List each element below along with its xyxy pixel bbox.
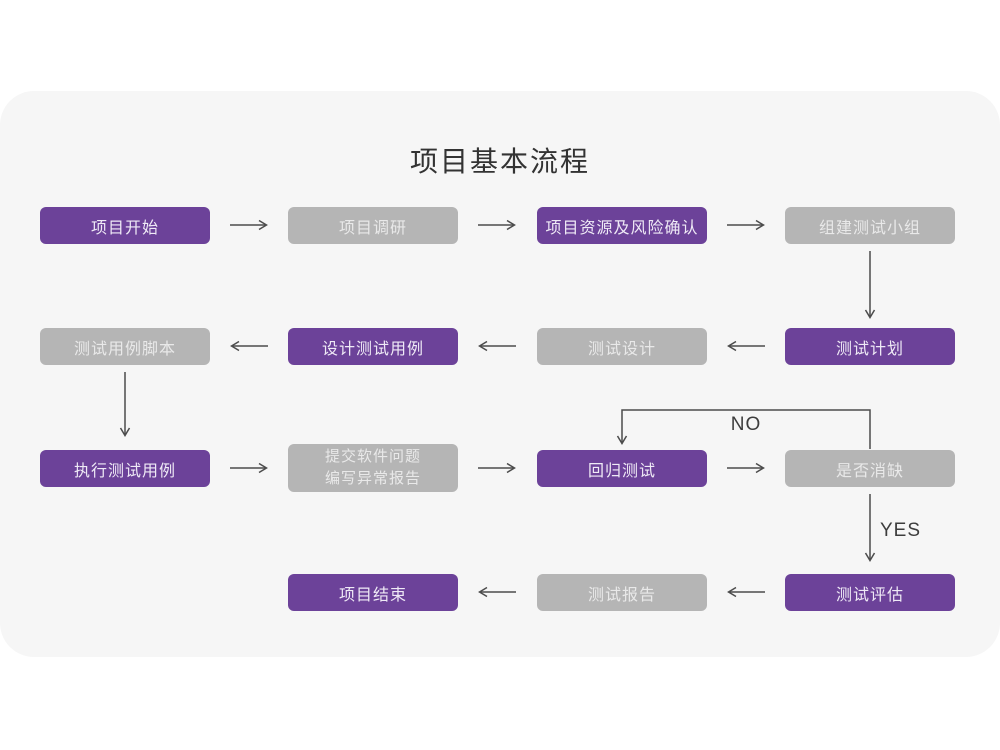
node-test-design: 测试设计 bbox=[537, 328, 707, 365]
edge-label-no: NO bbox=[730, 414, 762, 435]
node-regression-test: 回归测试 bbox=[537, 450, 707, 487]
node-resource-risk-confirm: 项目资源及风险确认 bbox=[537, 207, 707, 244]
node-test-case-script: 测试用例脚本 bbox=[40, 328, 210, 365]
node-submit-issue-report: 提交软件问题 编写异常报告 bbox=[288, 444, 458, 492]
node-defect-cleared-check: 是否消缺 bbox=[785, 450, 955, 487]
node-test-report: 测试报告 bbox=[537, 574, 707, 611]
node-test-plan: 测试计划 bbox=[785, 328, 955, 365]
node-test-evaluation: 测试评估 bbox=[785, 574, 955, 611]
node-design-test-case: 设计测试用例 bbox=[288, 328, 458, 365]
node-project-start: 项目开始 bbox=[40, 207, 210, 244]
node-execute-test-case: 执行测试用例 bbox=[40, 450, 210, 487]
node-project-research: 项目调研 bbox=[288, 207, 458, 244]
flowchart-card bbox=[0, 91, 1000, 657]
node-build-test-team: 组建测试小组 bbox=[785, 207, 955, 244]
edge-label-yes: YES bbox=[880, 520, 922, 541]
node-project-end: 项目结束 bbox=[288, 574, 458, 611]
page-title: 项目基本流程 bbox=[409, 146, 590, 177]
